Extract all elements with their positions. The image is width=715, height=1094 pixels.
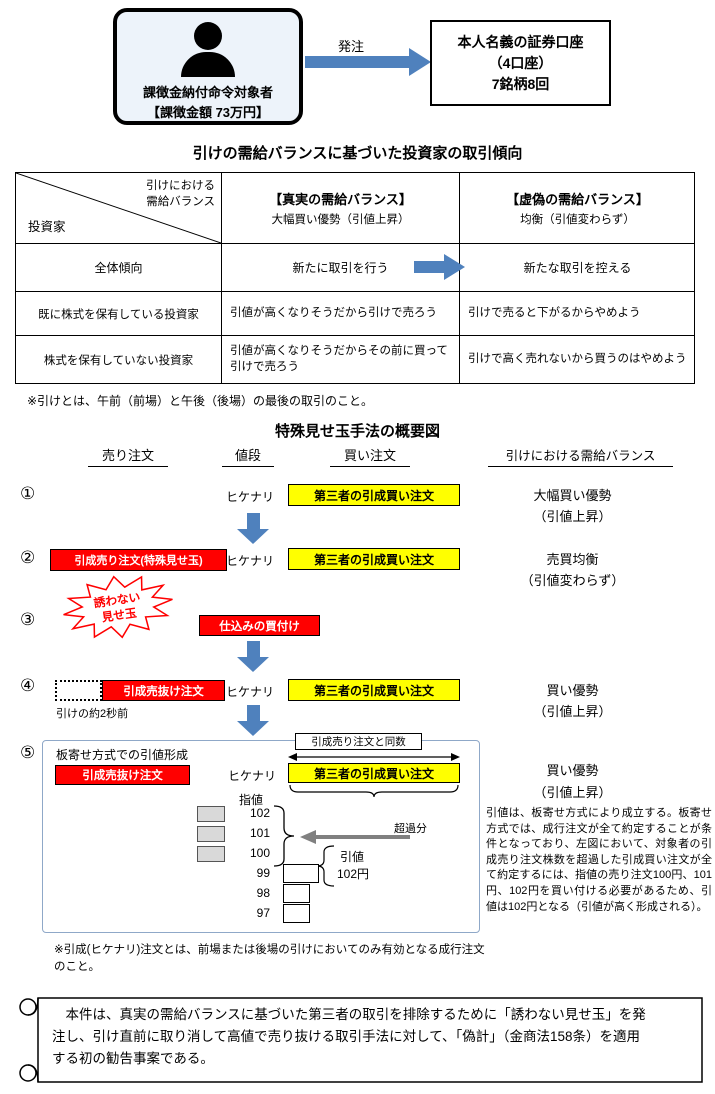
step2-buy-order-box: 第三者の引成買い注文 — [288, 548, 460, 570]
row-label-nonholders: 株式を保有していない投資家 — [16, 335, 221, 383]
step4-number: ④ — [20, 676, 36, 695]
cell-nonholders-true: 引値が高くなりそうだからその前に買って引けで売ろう — [221, 335, 459, 383]
down-arrow-3 — [237, 705, 269, 736]
cell-nonholders-false: 引けで高く売れないから買うのはやめよう — [459, 335, 695, 383]
corner-balance-label: 引けにおける 需給バランス — [146, 180, 215, 208]
shift-arrow-shaft — [414, 261, 444, 273]
itayose-box-title: 板寄せ方式での引値形成 — [56, 748, 189, 762]
step4-exit-sell-box: 引成売抜け注文 — [102, 680, 225, 701]
limit-price: 99 — [256, 866, 270, 880]
table-title: 引けの需給バランスに基づいた投資家の取引傾向 — [192, 145, 523, 162]
column-header-balance: 引けにおける需給バランス — [488, 445, 673, 467]
subject-title: 課徴金納付命令対象者 — [142, 85, 273, 100]
cell-overall-false: 新たな取引を控える — [459, 243, 695, 291]
cell-overall-true: 新たに取引を行う — [221, 243, 459, 291]
account-line1: 本人名義の証券口座 — [457, 33, 584, 50]
step2-price-label: ヒケナリ — [226, 554, 275, 568]
limit-price: 100 — [249, 846, 270, 860]
excess-label: 超過分 — [394, 823, 427, 835]
step4-price-label: ヒケナリ — [226, 685, 275, 699]
step4-balance-main: 買い優勢 — [546, 683, 599, 698]
double-headed-arrow — [288, 753, 460, 761]
itayose-box — [42, 740, 480, 933]
diagram-title: 特殊見せ玉手法の概要図 — [274, 423, 440, 440]
right-brace — [273, 805, 295, 867]
closing-price-label: 引値 — [340, 850, 365, 864]
down-arrow-1 — [237, 513, 269, 544]
limit-buy-block — [283, 884, 310, 903]
step2-balance-main: 売買均衡 — [546, 552, 599, 567]
itayose-explanation: 引値は、板寄せ方式により成立する。板寄せ方式では、成行注文が全て約定することが条… — [486, 807, 712, 913]
false-balance-header: 【虚偽の需給バランス】 均衡（引値変わらず） — [459, 173, 695, 243]
limit-price-list: 102 101 100 99 98 97 — [242, 806, 270, 926]
step3-preparation-buy-box: 仕込みの買付け — [199, 615, 320, 636]
limit-price: 101 — [249, 826, 270, 840]
row-label-overall: 全体傾向 — [16, 243, 221, 291]
scroll-shape — [19, 997, 703, 1083]
diagonal-line — [16, 173, 221, 243]
under-brace — [289, 784, 459, 798]
account-box: 本人名義の証券口座 （4口座） 7銘柄8回 — [430, 20, 611, 106]
account-line2: （4口座） — [488, 54, 553, 71]
limit-sell-block — [197, 806, 225, 822]
conclusion-text: 本件は、真実の需給バランスに基づいた第三者の取引を排除するために「誘わない見せ玉… — [52, 1007, 646, 1066]
step5-buy-order-box: 第三者の引成買い注文 — [288, 763, 460, 783]
penalty-amount: 【課徴金額 73万円】 — [146, 105, 270, 120]
cell-holders-true: 引値が高くなりそうだから引けで売ろう — [221, 291, 459, 335]
true-balance-header: 【真実の需給バランス】 大幅買い優勢（引値上昇） — [221, 173, 459, 243]
order-arrow-head — [409, 48, 431, 76]
investor-table: 引けにおける 需給バランス 投資家 【真実の需給バランス】 大幅買い優勢（引値上… — [15, 172, 695, 384]
limit-buy-block — [283, 904, 310, 923]
limit-price-label: 指値 — [239, 793, 264, 807]
closing-price-value: 102円 — [337, 867, 370, 881]
step1-number: ① — [20, 484, 36, 503]
svg-text:見せ玉: 見せ玉 — [100, 606, 138, 625]
table-footnote: ※引けとは、午前（前場）と午後（後場）の最後の取引のこと。 — [27, 394, 374, 408]
step5-price-label: ヒケナリ — [228, 769, 277, 783]
excess-arrow — [300, 830, 410, 844]
account-line3: 7銘柄8回 — [491, 75, 550, 92]
step4-timing-note: 引けの約2秒前 — [56, 708, 129, 720]
cell-holders-false: 引けで売ると下がるからやめよう — [459, 291, 695, 335]
step1-balance-main: 大幅買い優勢 — [533, 488, 612, 503]
person-icon-body — [181, 52, 235, 77]
svg-text:誘わない: 誘わない — [93, 590, 142, 610]
table-corner-cell: 引けにおける 需給バランス 投資家 — [16, 173, 221, 243]
step4-balance-sub: （引値上昇） — [533, 704, 612, 719]
person-icon — [194, 22, 222, 50]
step2-spoof-sell-box: 引成売り注文(特殊見せ玉) — [50, 549, 227, 571]
starburst-icon: 誘わない 見せ玉 — [63, 575, 173, 639]
limit-price: 102 — [249, 806, 270, 820]
column-header-buy: 買い注文 — [330, 445, 410, 467]
step5-exit-sell-box: 引成売抜け注文 — [55, 765, 190, 785]
shift-arrow-head — [444, 254, 465, 280]
cancelled-order-box — [55, 680, 102, 701]
step3-number: ③ — [20, 610, 36, 629]
down-arrow-2 — [237, 641, 269, 672]
limit-price: 97 — [256, 906, 270, 920]
limit-sell-block — [197, 846, 225, 862]
spoof-starburst: 誘わない 見せ玉 — [58, 568, 178, 647]
order-arrow-shaft — [305, 56, 409, 68]
limit-sell-block — [197, 826, 225, 842]
step5-number: ⑤ — [20, 743, 36, 762]
step1-price-label: ヒケナリ — [226, 490, 275, 504]
corner-investor-label: 投資家 — [28, 220, 66, 234]
step2-balance-sub: （引値変わらず） — [520, 573, 625, 588]
row-label-holders: 既に株式を保有している投資家 — [16, 291, 221, 335]
step5-balance-main: 買い優勢 — [546, 763, 599, 778]
column-header-sell: 売り注文 — [88, 445, 168, 467]
order-arrow-label: 発注 — [338, 39, 365, 54]
step2-number: ② — [20, 548, 36, 567]
subject-person-box: 課徴金納付命令対象者 【課徴金額 73万円】 — [113, 8, 303, 125]
limit-buy-block — [283, 864, 319, 883]
step1-buy-order-box: 第三者の引成買い注文 — [288, 484, 460, 506]
step5-balance-sub: （引値上昇） — [533, 785, 612, 800]
step4-buy-order-box: 第三者の引成買い注文 — [288, 679, 460, 701]
column-header-price: 値段 — [222, 445, 274, 467]
step1-balance-sub: （引値上昇） — [533, 509, 612, 524]
diagram-footnote: ※引成(ヒケナリ)注文とは、前場または後場の引けにおいてのみ有効となる成行注文の… — [54, 944, 485, 973]
same-quantity-label: 引成売り注文と同数 — [295, 733, 422, 750]
limit-price: 98 — [256, 886, 270, 900]
